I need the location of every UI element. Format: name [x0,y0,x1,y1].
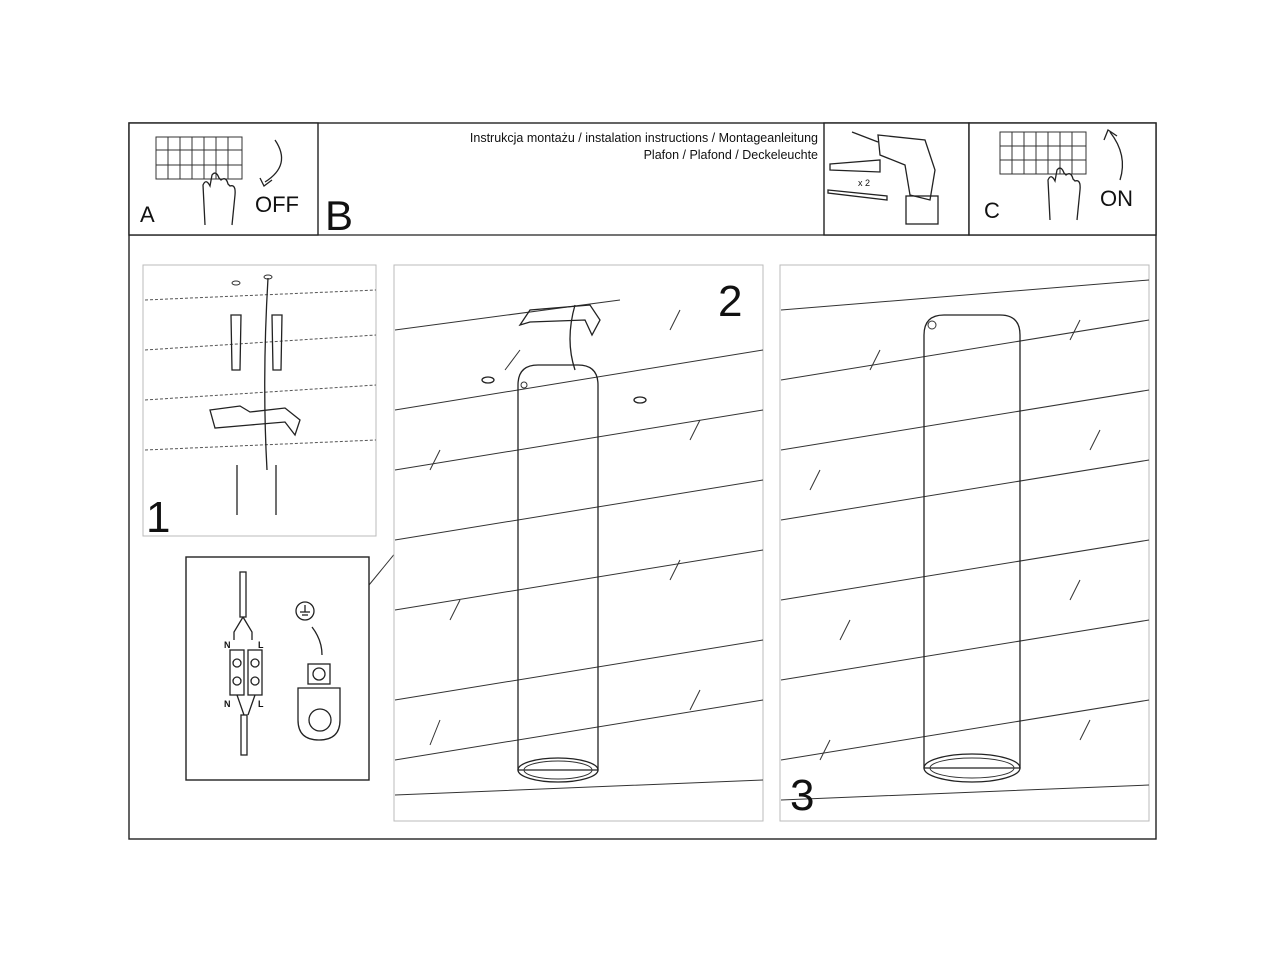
drill-icon [851,131,939,225]
panel-step-2: 2 [393,264,764,822]
label-a: A [140,202,155,227]
hand-icon [1047,167,1081,221]
screw-icon [481,376,495,384]
arrow-up-icon [1109,131,1124,181]
arrow-down-icon [264,139,283,183]
wall-plug-icon [271,314,283,371]
label-b: B [325,192,353,239]
wall-plug-icon [230,314,242,371]
label-on: ON [1100,186,1133,211]
cylinder-lamp [923,314,1021,783]
ground-terminal-icon [307,663,331,685]
breaker-box-icon [155,136,243,180]
cylinder-lamp [517,364,599,783]
cable [264,277,269,471]
breaker-box-icon [999,131,1087,175]
ground-symbol-icon [295,601,315,621]
panel-a-power-off: A OFF [128,122,319,236]
title-line-1: Instrukcja montażu / instalation instruc… [470,131,818,145]
label-c: C [984,198,1000,223]
panel-step-1: 1 [142,264,377,542]
tools-quantity: x 2 [858,178,870,188]
hand-icon [202,172,236,226]
wiring-inset: N L N L [185,556,370,781]
mounting-bracket-icon [518,304,601,337]
panel-tools: x 2 [823,122,970,236]
mounting-bracket-icon [209,405,301,437]
title-line-2: Plafon / Plafond / Deckeleuchte [644,148,818,162]
screw-icon [827,189,888,201]
panel-step-3: 3 [779,264,1150,822]
wall-plug-icon [829,159,881,173]
wire-l-top: L [258,640,264,650]
screw-icon [633,396,647,404]
wire-n-top: N [224,640,231,650]
wire-l-bottom: L [258,699,264,709]
step-1-number: 1 [146,493,170,542]
step-2-number: 2 [718,277,742,326]
step-3-number: 3 [790,771,814,820]
panel-c-power-on: C ON [968,122,1157,236]
label-off: OFF [255,192,299,217]
wire-n-bottom: N [224,699,231,709]
